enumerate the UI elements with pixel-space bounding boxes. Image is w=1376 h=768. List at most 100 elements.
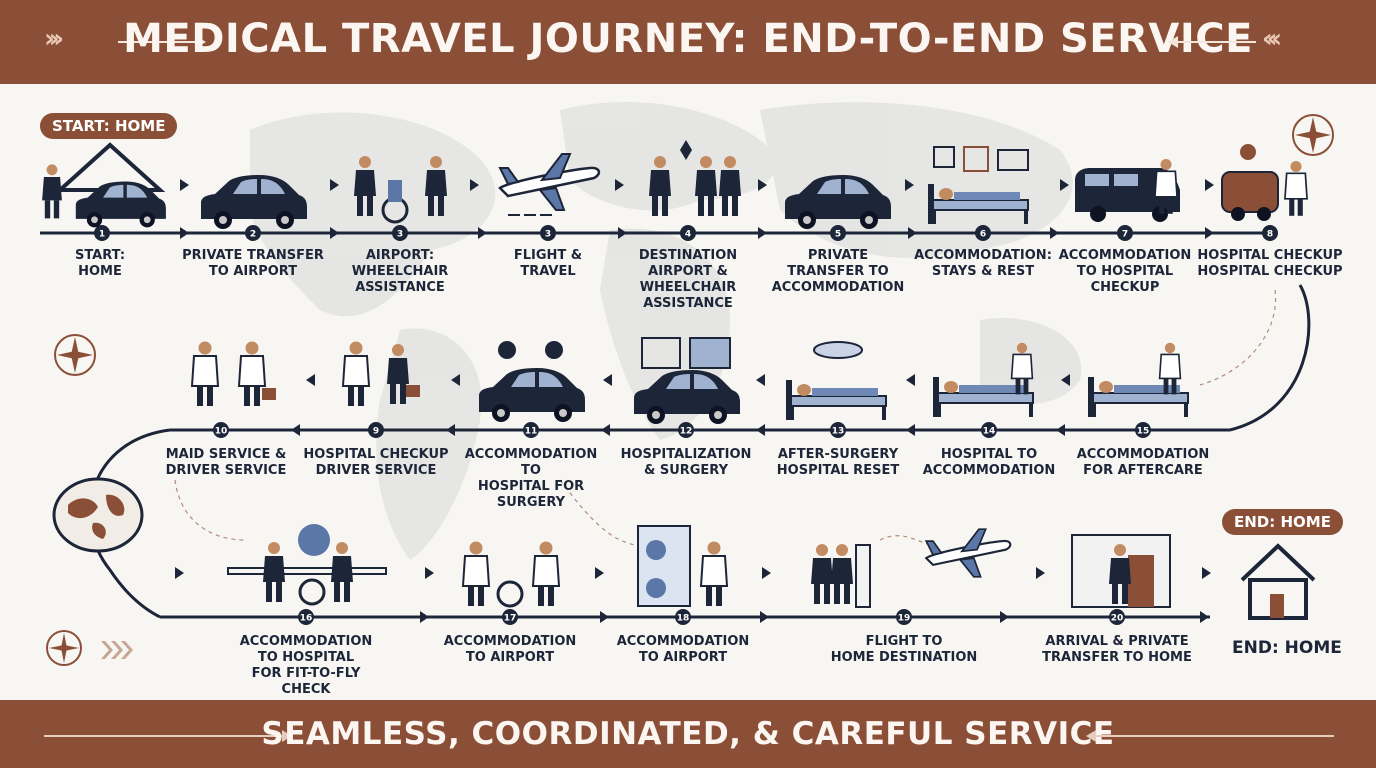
arrow-right-icon xyxy=(1000,611,1009,623)
svg-text:17: 17 xyxy=(504,614,517,624)
step-label: ACCOMMODATION TO AIRPORT xyxy=(616,634,750,665)
step-number-badge: 12 xyxy=(678,422,694,438)
step-number-badge: 13 xyxy=(830,422,846,438)
aftercare-bed-icon xyxy=(1087,341,1189,418)
arrow-right-icon xyxy=(180,179,189,191)
arrow-right-icon xyxy=(425,567,434,579)
surgery-bed-icon xyxy=(785,341,887,421)
arrow-right-icon xyxy=(600,611,609,623)
step-number-badge: 6 xyxy=(975,225,991,241)
step-number-badge: 10 xyxy=(213,422,229,438)
step-number-badge: 19 xyxy=(896,609,912,625)
step-number-badge: 14 xyxy=(981,422,997,438)
car-icon xyxy=(479,341,585,422)
airplane-icon xyxy=(498,152,601,216)
arrow-right-icon xyxy=(330,227,339,239)
step-number-badge: 16 xyxy=(298,609,314,625)
step-number-badge: 5 xyxy=(830,225,846,241)
arrow-right-icon xyxy=(618,227,627,239)
doctors-handshake-icon xyxy=(191,340,276,407)
step-label: FLIGHT & TRAVEL xyxy=(513,248,583,279)
arrow-right-icon xyxy=(118,41,198,43)
arrow-right-icon xyxy=(1200,611,1209,623)
step-number-badge: 4 xyxy=(680,225,696,241)
step-label: ACCOMMODATION TO HOSPITAL FOR FIT-TO-FLY… xyxy=(239,634,373,697)
arrow-left-icon xyxy=(306,374,315,386)
arrow-left-icon xyxy=(1168,36,1178,48)
step-number-badge: 18 xyxy=(675,609,691,625)
arrow-left-icon xyxy=(446,424,455,436)
wheelchair-icon xyxy=(354,156,447,224)
svg-text:3: 3 xyxy=(545,230,551,240)
arrow-right-icon xyxy=(762,567,771,579)
step-label: PRIVATE TRANSFER TO AIRPORT xyxy=(182,248,324,279)
car-icon xyxy=(785,175,891,229)
step-label: MAID SERVICE & DRIVER SERVICE xyxy=(165,447,287,478)
arrow-left-icon xyxy=(756,374,765,386)
step-label: ACCOMMODATION TO HOSPITAL CHECKUP xyxy=(1058,248,1192,295)
arrow-right-icon xyxy=(758,179,767,191)
svg-text:5: 5 xyxy=(835,230,841,240)
arrow-right-icon xyxy=(330,179,339,191)
step-label: HOSPITALIZATION & SURGERY xyxy=(620,447,752,478)
arrow-left-icon xyxy=(906,374,915,386)
arrow-left-icon xyxy=(906,424,915,436)
svg-text:15: 15 xyxy=(1137,427,1150,437)
step-label: ACCOMMODATION FOR AFTERCARE xyxy=(1076,447,1210,478)
wheelchair-doctor-icon xyxy=(462,540,560,608)
arrow-left-icon xyxy=(291,424,300,436)
arrow-right-icon xyxy=(470,179,479,191)
step-number-badge: 9 xyxy=(368,422,384,438)
step-label: PRIVATE TRANSFER TO ACCOMMODATION xyxy=(771,248,905,295)
boarding-airplane-icon xyxy=(811,528,1012,608)
step-label: AFTER-SURGERY HOSPITAL RESET xyxy=(776,447,900,478)
svg-text:3: 3 xyxy=(397,230,403,240)
home-car-icon xyxy=(42,142,166,228)
chevron-arrows-icon xyxy=(101,641,133,659)
step-number-badge: 15 xyxy=(1135,422,1151,438)
compass-icon xyxy=(1292,114,1334,156)
arrow-left-icon xyxy=(756,424,765,436)
svg-text:1: 1 xyxy=(99,230,105,240)
start-badge: START: HOME xyxy=(40,113,178,139)
footer-tagline: SEAMLESS, COORDINATED, & CAREFUL SERVICE xyxy=(261,716,1115,752)
bed-icon xyxy=(927,146,1029,225)
svg-text:11: 11 xyxy=(525,427,538,437)
svg-text:9: 9 xyxy=(373,427,379,437)
airport-door-icon xyxy=(637,525,728,607)
step-label: DESTINATION AIRPORT & WHEELCHAIR ASSISTA… xyxy=(638,248,738,311)
step-label: HOSPITAL TO ACCOMMODATION xyxy=(922,447,1056,478)
step-number-badge: 2 xyxy=(245,225,261,241)
step-label: ACCOMMODATION TO HOSPITAL FOR SURGERY xyxy=(464,447,598,510)
step-number-badge: 3 xyxy=(392,225,408,241)
arrow-right-icon xyxy=(1202,567,1211,579)
step-number-badge: 17 xyxy=(502,609,518,625)
step-label: ARRIVAL & PRIVATE TRANSFER TO HOME xyxy=(1042,634,1192,665)
arrow-right-icon xyxy=(615,179,624,191)
step-label: ACCOMMODATION: STAYS & REST xyxy=(914,248,1052,279)
step-label: START: HOME xyxy=(74,248,126,279)
ambulance-icon xyxy=(1221,144,1308,221)
svg-text:16: 16 xyxy=(300,614,313,624)
arrow-right-icon xyxy=(180,227,189,239)
globe-icon xyxy=(52,477,144,553)
car-icon xyxy=(201,175,307,229)
svg-text:14: 14 xyxy=(983,427,996,437)
svg-text:20: 20 xyxy=(1111,614,1124,624)
svg-text:4: 4 xyxy=(685,230,691,240)
step-number-badge: 20 xyxy=(1109,609,1125,625)
svg-text:12: 12 xyxy=(680,427,693,437)
arrow-right-icon xyxy=(44,735,284,737)
step-number-badge: 11 xyxy=(523,422,539,438)
step-label: AIRPORT: WHEELCHAIR ASSISTANCE xyxy=(351,248,449,295)
compass-icon xyxy=(46,630,82,666)
car-icon xyxy=(634,337,740,424)
arrow-left-icon xyxy=(1061,374,1070,386)
van-icon xyxy=(1075,158,1180,222)
arrow-right-icon xyxy=(478,227,487,239)
end-badge: END: HOME xyxy=(1222,509,1343,535)
svg-text:8: 8 xyxy=(1267,230,1273,240)
